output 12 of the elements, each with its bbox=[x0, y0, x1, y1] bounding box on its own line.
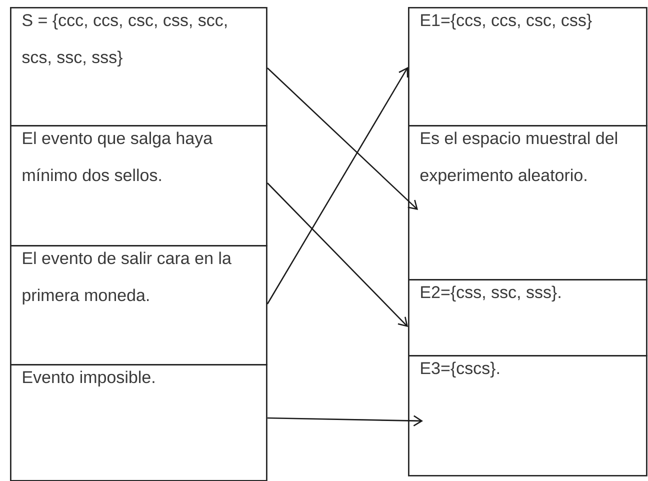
text-box: El evento de salir cara en la primera moneda. bbox=[10, 245, 268, 366]
text-box: E2={css, ssc, sss}. bbox=[408, 278, 648, 356]
text-box: Es el espacio muestral del experimento aleatorio. bbox=[408, 125, 648, 280]
text-box: S = {ccc, ccs, csc, css, scc, scs, ssc, sss} bbox=[10, 7, 268, 126]
text-box: E1={ccs, ccs, csc, css} bbox=[408, 7, 648, 126]
text-box: El evento que salga haya mínimo dos sellos. bbox=[10, 125, 268, 246]
arrow bbox=[267, 415, 423, 426]
arrow bbox=[266, 68, 418, 210]
arrow bbox=[266, 182, 408, 327]
text-box: Evento imposible. bbox=[10, 364, 268, 481]
arrow bbox=[266, 67, 408, 304]
text-box: E3={cscs}. bbox=[408, 354, 648, 476]
